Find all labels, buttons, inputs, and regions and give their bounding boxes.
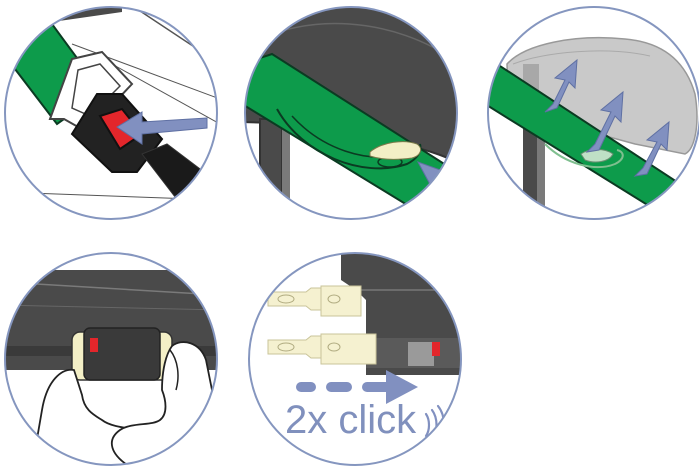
step-1-panel: [2, 4, 220, 222]
pull-belt-up-icon: [485, 4, 699, 222]
grip-latch-icon: [2, 250, 220, 468]
click-label: 2x click: [285, 400, 416, 440]
step-2-panel: [242, 4, 460, 222]
step-4-panel: [2, 250, 220, 468]
belt-guide-clip-icon: [242, 4, 460, 222]
step-3-panel: [485, 4, 699, 222]
buckle-release-icon: [2, 4, 220, 222]
